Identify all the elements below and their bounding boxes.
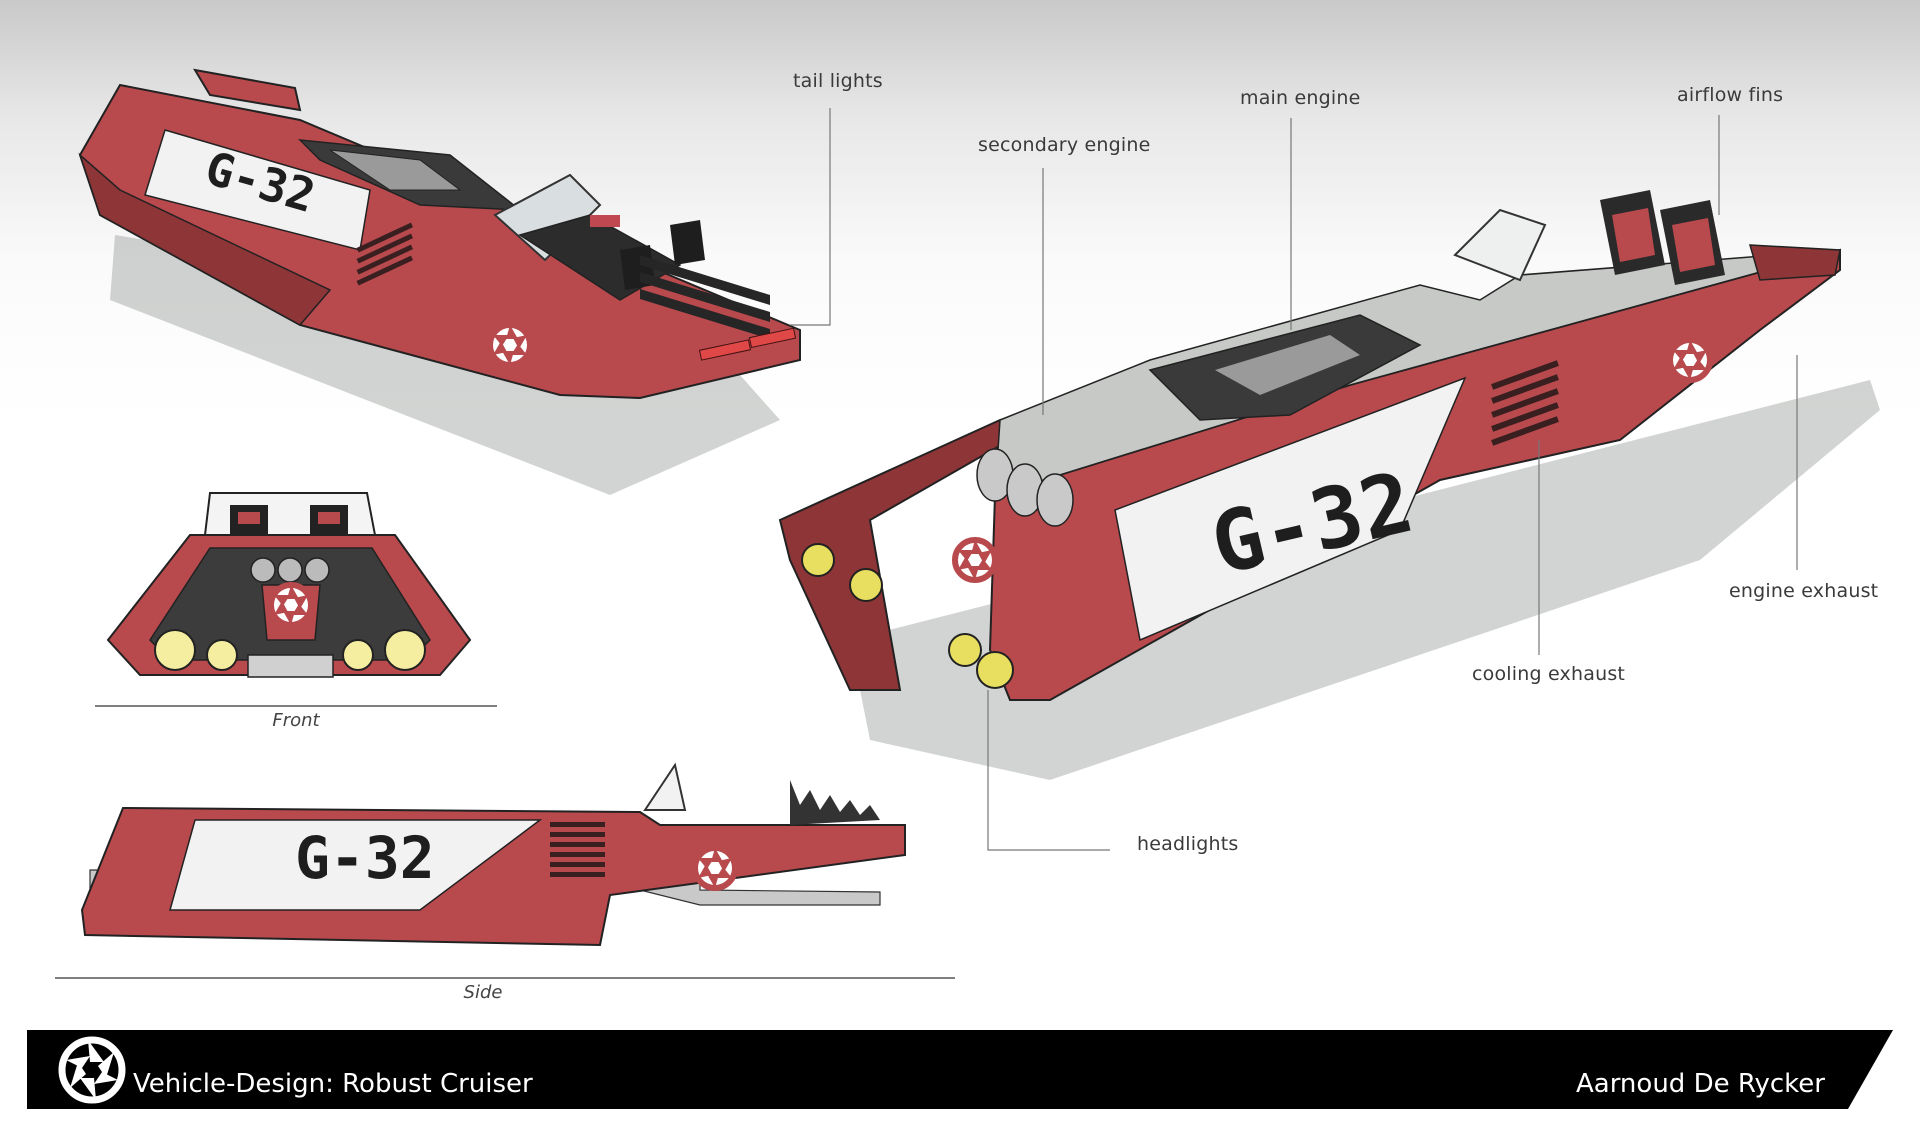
side-view-label: Side	[463, 982, 503, 1003]
callout-main-engine: main engine	[1240, 87, 1361, 109]
large-shadow	[850, 380, 1880, 780]
footer-title: Vehicle-Design: Robust Cruiser	[133, 1069, 533, 1099]
rear-grille	[640, 255, 770, 339]
side-marking-panel	[169, 819, 543, 911]
windshield	[493, 173, 602, 262]
side-vent	[356, 222, 414, 286]
callout-airflow-fins: airflow fins	[1677, 84, 1784, 106]
footer-bar	[27, 1030, 1893, 1109]
cooling-vent	[1491, 360, 1559, 446]
callout-leaders	[790, 108, 1798, 851]
callout-headlights: headlights	[1137, 833, 1239, 855]
front-view	[95, 492, 497, 707]
callout-tail-lights: tail lights	[793, 70, 883, 92]
secondary-engine	[976, 448, 1074, 527]
front-headlights	[154, 629, 426, 671]
large-headlights	[801, 543, 1014, 689]
front-view-label: Front	[272, 710, 320, 731]
leader-headlights	[987, 690, 1110, 851]
perspective-view-rear: G-32	[78, 68, 801, 495]
side-view: G-32	[55, 762, 955, 979]
perspective-view-front: G-32	[778, 190, 1880, 780]
callout-secondary-engine: secondary engine	[978, 134, 1151, 156]
side-vehicle-marking-text: G-32	[295, 824, 435, 892]
large-marking-panel	[1114, 376, 1467, 642]
large-windshield	[1453, 208, 1547, 282]
footer-author: Aarnoud De Rycker	[1575, 1069, 1825, 1099]
side-vent-grille	[550, 822, 605, 877]
leader-tail-lights	[790, 108, 831, 326]
callout-engine-exhaust: engine exhaust	[1729, 580, 1879, 602]
tail-lights	[698, 327, 797, 361]
callout-cooling-exhaust: cooling exhaust	[1472, 663, 1626, 685]
